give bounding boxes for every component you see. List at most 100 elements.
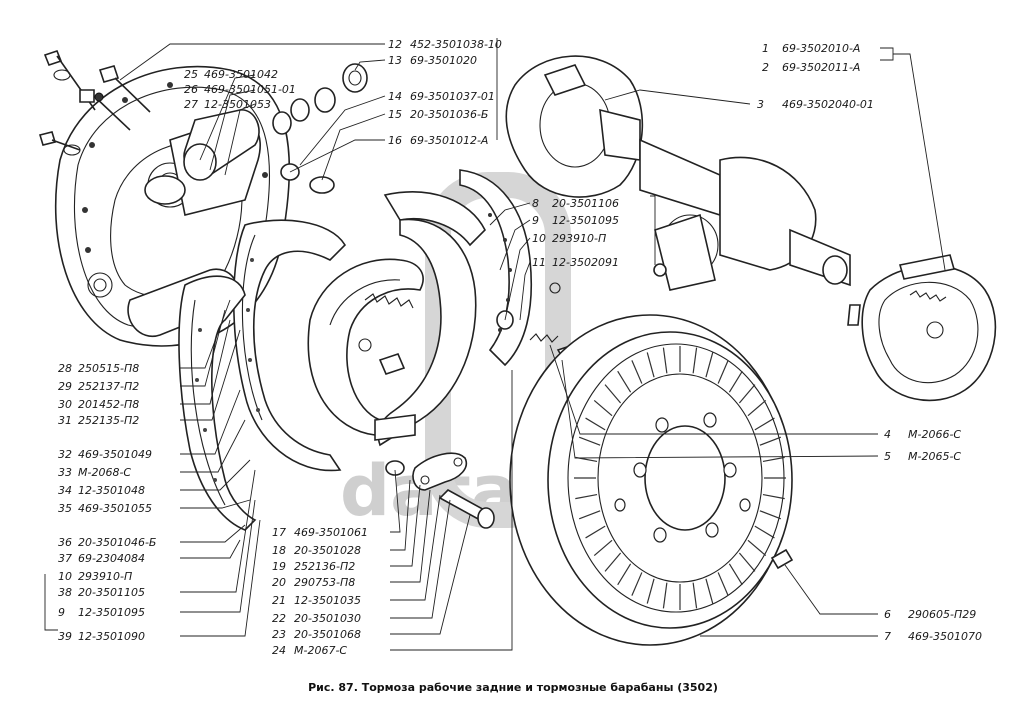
label-number: 21 bbox=[272, 594, 286, 607]
axle-assembly bbox=[505, 55, 851, 291]
drum-rib bbox=[754, 525, 775, 539]
figure-caption: Рис. 87. Тормоза рабочие задние и тормоз… bbox=[308, 681, 718, 694]
label-number: 22 bbox=[272, 612, 286, 625]
label-number: 10 bbox=[58, 570, 72, 583]
label-number: 34 bbox=[58, 484, 72, 497]
return-spring-assembly bbox=[307, 258, 424, 436]
label-number: 19 bbox=[272, 560, 286, 573]
assembled-brake bbox=[847, 254, 997, 402]
drum-rib bbox=[717, 572, 729, 596]
label-number: 15 bbox=[388, 108, 402, 121]
label-part: 201452-П8 bbox=[78, 398, 139, 411]
label-part: 469-3501061 bbox=[294, 526, 368, 539]
drum-rib bbox=[631, 360, 643, 384]
label-number: 29 bbox=[58, 380, 72, 393]
label-part: 252135-П2 bbox=[78, 414, 139, 427]
labels-left: 28 250515-П8 29 252137-П2 30 201452-П8 3… bbox=[58, 362, 156, 643]
label-part: 12-3501048 bbox=[78, 484, 145, 497]
drum-rib bbox=[747, 399, 767, 417]
bolts-and-washers bbox=[38, 50, 151, 156]
brake-shoe-with-lining bbox=[377, 169, 561, 447]
label-part: 20-3501030 bbox=[294, 612, 361, 625]
drum-rib bbox=[759, 436, 782, 446]
label-number: 31 bbox=[58, 414, 72, 427]
label-number: 11 bbox=[532, 256, 546, 269]
label-number: 12 bbox=[388, 38, 402, 51]
labels-top: 12 452-3501038-10 13 69-3501020 14 69-35… bbox=[388, 38, 502, 147]
label-part: 12-3502091 bbox=[552, 256, 619, 269]
label-part: 290605-П29 bbox=[908, 608, 976, 621]
label-part: 69-3501020 bbox=[410, 54, 477, 67]
labels-mid: 8 20-3501106 9 12-3501095 10 293910-П 11… bbox=[532, 197, 619, 269]
label-part: 20-3501036-Б bbox=[410, 108, 488, 121]
label-number: 18 bbox=[272, 544, 286, 557]
drum-rib bbox=[728, 563, 743, 586]
drum-rib bbox=[575, 493, 598, 500]
label-part: 20-3501106 bbox=[552, 197, 619, 210]
drum-rib bbox=[646, 578, 655, 604]
label-part: 20-3501105 bbox=[78, 586, 145, 599]
label-number: 26 bbox=[184, 83, 198, 96]
label-number: 8 bbox=[532, 197, 539, 210]
label-number: 28 bbox=[58, 362, 72, 375]
drum-rib bbox=[692, 347, 698, 374]
label-number: 9 bbox=[532, 214, 539, 227]
drum-rib bbox=[604, 384, 622, 404]
label-part: 12-3501095 bbox=[78, 606, 145, 619]
label-part: 20-3501046-Б bbox=[78, 536, 156, 549]
label-number: 30 bbox=[58, 398, 72, 411]
label-part: 20-3501028 bbox=[294, 544, 361, 557]
drum-rib bbox=[705, 578, 714, 604]
drum-rib bbox=[762, 456, 785, 463]
label-part: М-2067-С bbox=[294, 644, 347, 657]
drum-rib bbox=[762, 493, 785, 500]
label-part: 69-2304084 bbox=[78, 552, 145, 565]
label-number: 32 bbox=[58, 448, 72, 461]
label-part: 69-3502010-А bbox=[782, 42, 860, 55]
label-part: 469-3501042 bbox=[204, 68, 278, 81]
label-number: 13 bbox=[388, 54, 402, 67]
label-part: 252136-П2 bbox=[294, 560, 355, 573]
label-number: 20 bbox=[272, 576, 286, 589]
label-part: 250515-П8 bbox=[78, 362, 139, 375]
label-part: 469-3501051-01 bbox=[204, 83, 296, 96]
label-number: 37 bbox=[58, 552, 72, 565]
drum-rib bbox=[585, 417, 606, 431]
drum-rib bbox=[747, 539, 767, 557]
label-number: 24 bbox=[272, 644, 286, 657]
drum-rib bbox=[578, 436, 601, 446]
drum-rib bbox=[738, 384, 756, 404]
label-part: 469-3501055 bbox=[78, 502, 152, 515]
label-number: 5 bbox=[884, 450, 891, 463]
label-number: 33 bbox=[58, 466, 72, 479]
label-number: 7 bbox=[884, 630, 891, 643]
label-number: 35 bbox=[58, 502, 72, 515]
label-part: М-2066-С bbox=[908, 428, 961, 441]
label-part: 469-3501070 bbox=[908, 630, 982, 643]
drum-rib bbox=[738, 552, 756, 572]
label-part: 452-3501038-10 bbox=[410, 38, 502, 51]
label-number: 23 bbox=[272, 628, 286, 641]
label-number: 3 bbox=[757, 98, 764, 111]
drum-rib bbox=[578, 510, 601, 520]
label-number: 4 bbox=[884, 428, 891, 441]
drum-rib bbox=[617, 370, 632, 393]
label-part: 469-3501049 bbox=[78, 448, 152, 461]
drum-rib bbox=[604, 552, 622, 572]
drum-rib bbox=[646, 352, 655, 378]
label-number: 1 bbox=[762, 42, 769, 55]
label-part: 12-3501053 bbox=[204, 98, 271, 111]
drum-rib bbox=[692, 582, 698, 609]
label-number: 9 bbox=[58, 606, 65, 619]
drum-rib bbox=[631, 572, 643, 596]
label-part: 290753-П8 bbox=[294, 576, 355, 589]
leader-lines bbox=[44, 38, 946, 651]
label-part: 69-3501012-А bbox=[410, 134, 488, 147]
label-number: 36 bbox=[58, 536, 72, 549]
drum-rib bbox=[754, 417, 775, 431]
label-part: 12-3501095 bbox=[552, 214, 619, 227]
label-number: 6 bbox=[884, 608, 891, 621]
label-number: 17 bbox=[272, 526, 286, 539]
drum-rib bbox=[728, 370, 743, 393]
